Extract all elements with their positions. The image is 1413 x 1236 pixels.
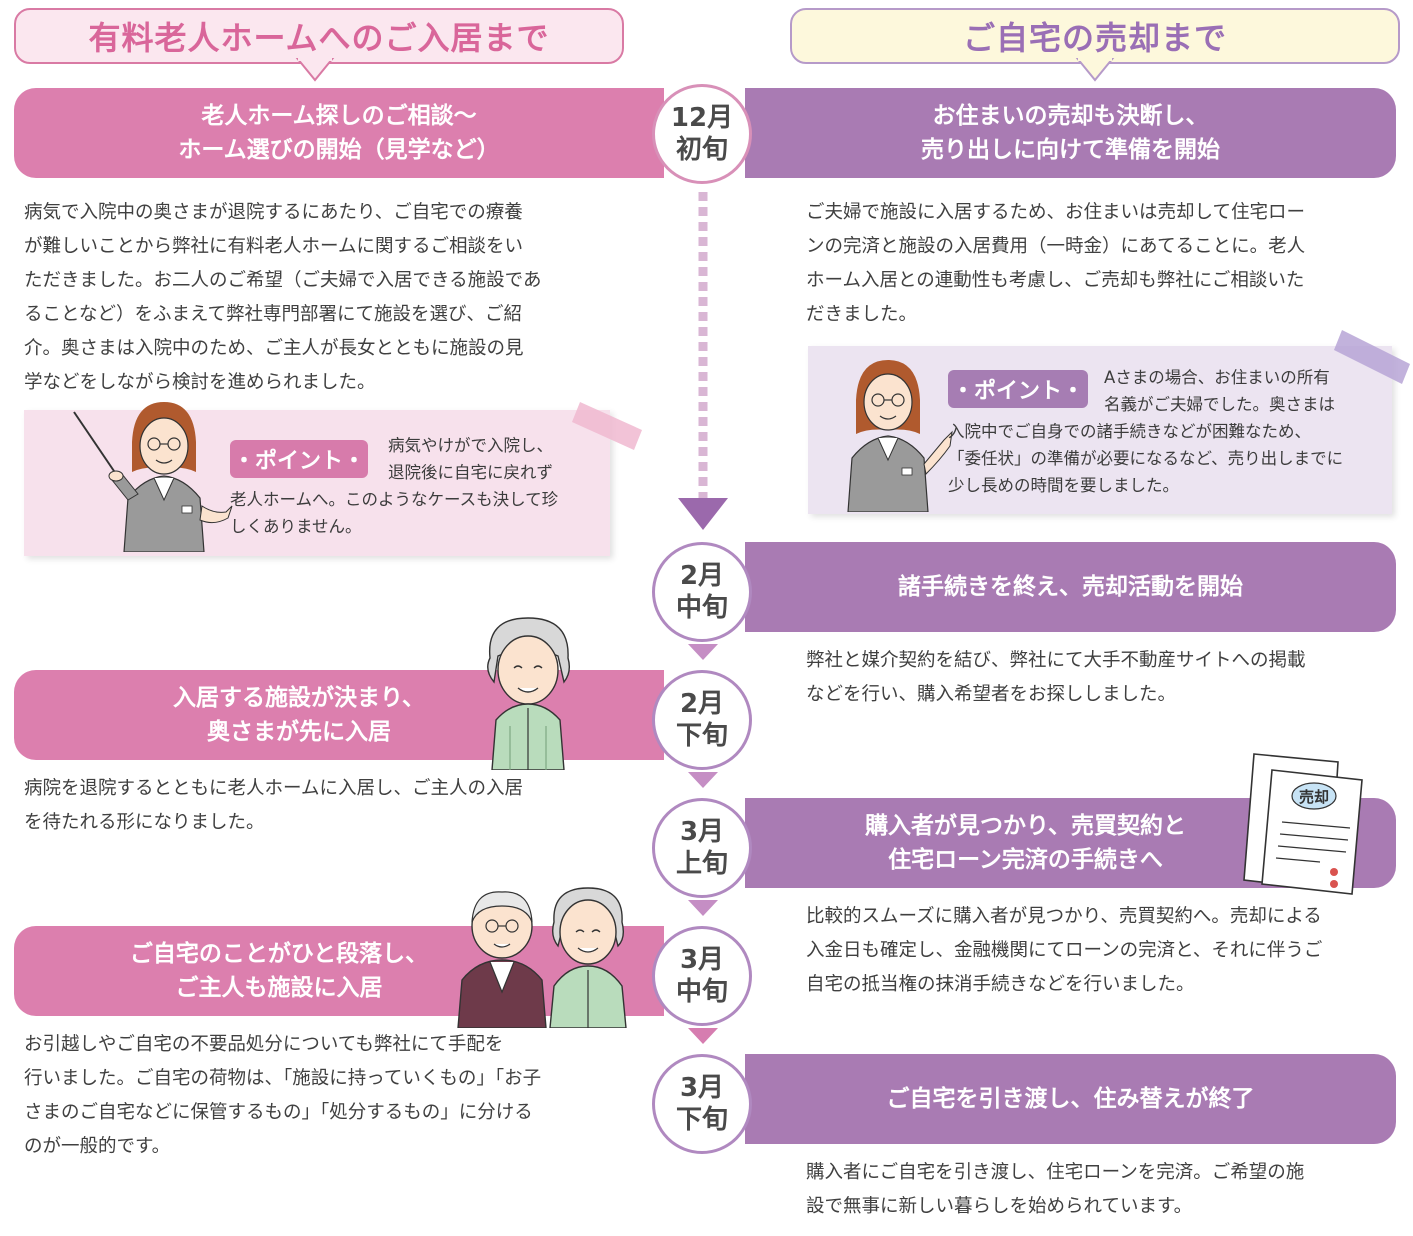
left-point-text-bottom: 老人ホームへ。このようなケースも決して珍しくありません。 (230, 490, 559, 536)
couple-illustration (457, 887, 627, 1028)
right-step-1-body: ご夫婦で施設に入居するため、お住まいは売却して住宅ローンの完済と施設の入居費用（… (806, 202, 1306, 325)
right-point-label: ・ポイント・ (948, 370, 1088, 408)
left-step-3-title: ご自宅のことがひと段落し、ご主人も施設に入居 (14, 926, 664, 1016)
left-step-1-body: 病気で入院中の奥さまが退院するにあたり、ご自宅での療養が難しいことから弊社に有料… (24, 202, 542, 393)
timeline-connector (678, 192, 728, 1044)
right-point-box: ・ポイント・ Aさまの場合、お住まいの所有名義がご夫婦でした。奥さまは 入院中で… (808, 346, 1392, 514)
date-marker: 2月中旬 (652, 542, 752, 642)
masking-tape-pink (572, 402, 642, 450)
document-stamp-label: 売却 (1299, 788, 1329, 806)
left-step-1-title: 老人ホーム探しのご相談〜ホーム選びの開始（見学など） (14, 88, 664, 178)
right-point-text-bottom: 入院中でご自身での諸手続きなどが困難なため、「委任状」の準備が必要になるなど、売… (948, 422, 1344, 495)
right-step-4-body: 購入者にご自宅を引き渡し、住宅ローンを完済。ご希望の施設で無事に新しい暮らしを始… (806, 1162, 1305, 1217)
right-step-1-title: お住まいの売却も決断し、売り出しに向けて準備を開始 (745, 88, 1396, 178)
right-step-4-title: ご自宅を引き渡し、住み替えが終了 (745, 1054, 1396, 1144)
masking-tape-purple (1334, 330, 1410, 384)
advisor-gesturing-illustration (847, 360, 953, 512)
right-header-pointer (1075, 58, 1115, 82)
date-marker: 3月中旬 (652, 926, 752, 1026)
left-step-2-body: 病院を退院するとともに老人ホームに入居し、ご主人の入居を待たれる形になりました。 (24, 778, 523, 833)
left-point-text-top: 病気やけがで入院し、退院後に自宅に戻れず (388, 436, 553, 482)
right-step-2-title: 諸手続きを終え、売却活動を開始 (745, 542, 1396, 632)
left-header-pointer (295, 58, 335, 82)
right-step-3-body: 比較的スムーズに購入者が見つかり、売買契約へ。売却による入金日も確定し、金融機関… (806, 906, 1323, 995)
right-step-2-body: 弊社と媒介契約を結び、弊社にて大手不動産サイトへの掲載などを行い、購入希望者をお… (806, 650, 1306, 705)
date-marker: 12月初旬 (652, 84, 752, 184)
contract-document-illustration: 売却 (1243, 753, 1363, 895)
left-point-box: ・ポイント・ 病気やけがで入院し、退院後に自宅に戻れず 老人ホームへ。このような… (24, 402, 610, 556)
left-step-3-body: お引越しやご自宅の不要品処分についても弊社にて手配を行いました。ご自宅の荷物は、… (24, 1034, 542, 1157)
right-point-text-top: Aさまの場合、お住まいの所有名義がご夫婦でした。奥さまは (1104, 368, 1335, 414)
date-marker: 3月上旬 (652, 798, 752, 898)
right-section-header: ご自宅の売却まで (790, 8, 1400, 64)
left-point-label: ・ポイント・ (230, 440, 368, 478)
date-marker: 2月下旬 (652, 670, 752, 770)
wife-illustration (487, 617, 571, 770)
date-marker: 3月下旬 (652, 1054, 752, 1154)
left-section-header: 有料老人ホームへのご入居まで (14, 8, 624, 64)
advisor-pointing-illustration (73, 402, 233, 552)
